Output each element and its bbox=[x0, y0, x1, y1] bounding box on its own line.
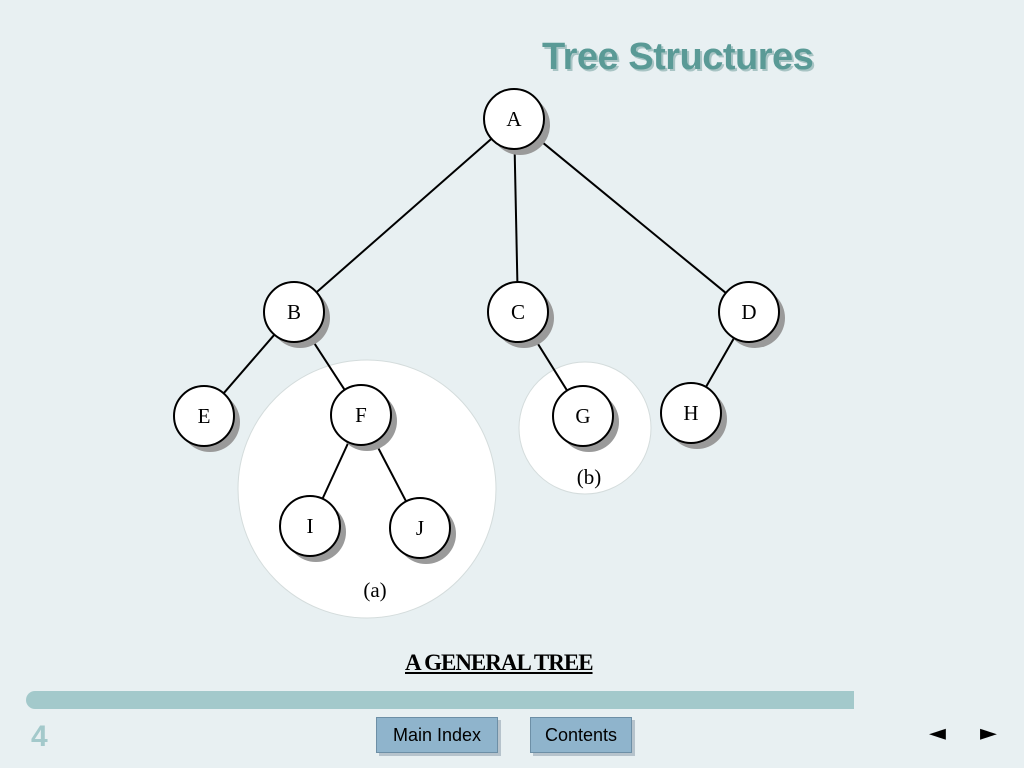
slide-title: Tree Structures bbox=[542, 36, 814, 78]
node-h: H bbox=[660, 382, 727, 449]
node-label: G bbox=[575, 404, 590, 428]
contents-button[interactable]: Contents bbox=[530, 717, 632, 753]
node-i: I bbox=[279, 495, 346, 562]
node-j: J bbox=[389, 497, 456, 564]
node-circle bbox=[552, 385, 614, 447]
node-label: J bbox=[416, 516, 424, 540]
edge-d-h bbox=[705, 337, 735, 388]
node-c: C bbox=[487, 281, 554, 348]
edge-a-b bbox=[315, 138, 493, 293]
node-g: G bbox=[552, 385, 619, 452]
edge-a-d bbox=[536, 137, 727, 294]
main-index-button[interactable]: Main Index bbox=[376, 717, 498, 753]
node-circle bbox=[173, 385, 235, 447]
page-number: 4 bbox=[31, 720, 48, 753]
node-label: C bbox=[511, 300, 525, 324]
node-label: H bbox=[683, 401, 698, 425]
edge-f-i bbox=[321, 441, 350, 500]
node-circle bbox=[279, 495, 341, 557]
subtree-a-label: (a) bbox=[363, 578, 386, 602]
node-label: D bbox=[741, 300, 756, 324]
node-a: A bbox=[483, 88, 550, 155]
edge-f-j bbox=[373, 441, 408, 502]
node-circle bbox=[487, 281, 549, 343]
node-f: F bbox=[330, 384, 397, 451]
node-circle bbox=[660, 382, 722, 444]
node-circle bbox=[330, 384, 392, 446]
node-circle bbox=[718, 281, 780, 343]
diagram-caption: A GENERAL TREE bbox=[405, 650, 594, 675]
node-label: I bbox=[307, 514, 314, 538]
node-circle bbox=[483, 88, 545, 150]
next-arrow-icon[interactable]: ► bbox=[980, 721, 997, 746]
node-label: F bbox=[355, 403, 367, 427]
edge-c-g bbox=[533, 336, 568, 392]
node-label: E bbox=[198, 404, 211, 428]
prev-arrow-icon[interactable]: ◄ bbox=[929, 721, 946, 746]
footer-bar bbox=[26, 691, 854, 709]
node-d: D bbox=[718, 281, 785, 348]
node-label: B bbox=[287, 300, 301, 324]
node-circle bbox=[389, 497, 451, 559]
node-label: A bbox=[506, 107, 522, 131]
node-e: E bbox=[173, 385, 240, 452]
node-b: B bbox=[263, 281, 330, 348]
node-circle bbox=[263, 281, 325, 343]
edge-b-e bbox=[222, 334, 276, 394]
edge-a-c bbox=[513, 148, 519, 283]
edge-b-f bbox=[309, 336, 346, 391]
subtree-b-label: (b) bbox=[577, 465, 602, 489]
